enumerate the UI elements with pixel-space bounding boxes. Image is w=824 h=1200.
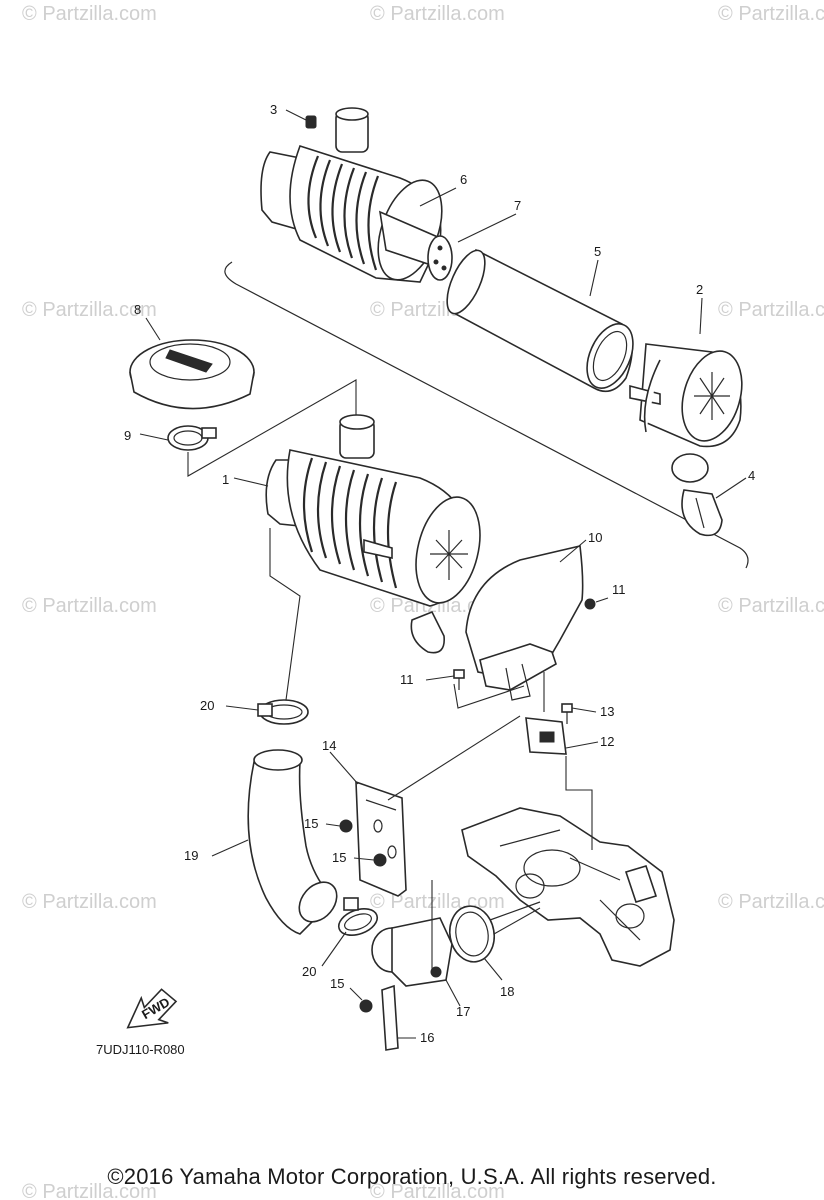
nut-part-15-b — [373, 853, 387, 867]
bolt-part-13 — [561, 703, 573, 724]
callout-17: 17 — [456, 1004, 470, 1019]
watermark: © Partzilla.com — [370, 1181, 505, 1200]
exploded-view-bracket — [224, 261, 749, 569]
callout-15-b: 15 — [332, 850, 346, 865]
watermark: © Partzilla.com — [718, 3, 824, 25]
bracket-band-part-10 — [465, 545, 584, 701]
bracket-part-12 — [525, 717, 567, 755]
callout-5: 5 — [594, 244, 601, 259]
callout-4: 4 — [748, 468, 755, 483]
air-cleaner-cap-part-2 — [629, 343, 743, 448]
watermark: © Partzilla.com — [718, 891, 824, 913]
callout-9: 9 — [124, 428, 131, 443]
clamp-part-9 — [167, 425, 217, 451]
element-holder-part-7 — [427, 235, 453, 281]
callout-20-lower: 20 — [302, 964, 316, 979]
gasket-part-18 — [448, 905, 496, 963]
watermark: © Partzilla.com — [718, 595, 824, 617]
watermark: © Partzilla.com — [22, 3, 157, 25]
diagram-code: 7UDJ110-R080 — [96, 1042, 185, 1057]
callout-2: 2 — [696, 282, 703, 297]
callout-11-lower: 11 — [400, 672, 414, 687]
watermarks: © Partzilla.com © Partzilla.com © Partzi… — [22, 3, 824, 1200]
bolt-part-11-lower — [425, 669, 465, 690]
reference-line — [387, 715, 521, 801]
callout-12: 12 — [600, 734, 614, 749]
callout-15-a: 15 — [304, 816, 318, 831]
reference-line — [269, 528, 301, 701]
air-cleaner-assembly-part-1 — [265, 414, 481, 654]
watermark: © Partzilla.com — [22, 595, 157, 617]
drain-plug-part-3 — [285, 109, 317, 129]
dust-valve-part-4 — [671, 453, 723, 537]
callout-8: 8 — [134, 302, 141, 317]
callout-6: 6 — [460, 172, 467, 187]
filter-element-part-5 — [446, 248, 634, 393]
leader-lines — [139, 187, 747, 1039]
throttle-body-assembly — [461, 807, 675, 967]
strap-part-16 — [381, 984, 399, 1051]
callout-15-c: 15 — [330, 976, 344, 991]
callout-19: 19 — [184, 848, 198, 863]
watermark: © Partzilla.com — [22, 891, 157, 913]
reference-line — [187, 379, 357, 477]
bolt-part-11-upper — [584, 597, 609, 610]
bracket-plate-part-14 — [355, 780, 407, 897]
fwd-direction-arrow: FWD — [126, 988, 178, 1029]
callout-14: 14 — [322, 738, 336, 753]
cover-part-8 — [129, 339, 255, 410]
callout-13: 13 — [600, 704, 614, 719]
callout-10: 10 — [588, 530, 602, 545]
callout-20-upper: 20 — [200, 698, 214, 713]
nut-part-15-a — [339, 819, 353, 833]
hose-clamp-part-20-upper — [257, 699, 309, 725]
callout-1: 1 — [222, 472, 229, 487]
callout-labels: 3 6 7 5 2 8 9 4 1 10 11 11 13 12 20 14 1… — [124, 102, 755, 1045]
watermark: © Partzilla.com — [370, 891, 505, 913]
watermark: © Partzilla.com — [718, 299, 824, 321]
watermark: © Partzilla.com — [22, 1181, 157, 1200]
callout-16: 16 — [420, 1030, 434, 1045]
nut-part-15-c — [359, 999, 373, 1013]
reference-line — [493, 907, 541, 935]
callout-3: 3 — [270, 102, 277, 117]
callout-7: 7 — [514, 198, 521, 213]
reference-line — [453, 683, 525, 709]
air-cleaner-case-top — [260, 107, 451, 283]
callout-11-upper: 11 — [612, 582, 626, 597]
hose-clamp-part-20-lower — [337, 897, 379, 936]
copyright-notice: ©2016 Yamaha Motor Corporation, U.S.A. A… — [107, 1164, 717, 1189]
watermark: © Partzilla.com — [370, 3, 505, 25]
reference-line — [565, 756, 593, 850]
intake-hose-part-19 — [247, 749, 338, 935]
callout-18: 18 — [500, 984, 514, 999]
intake-joint-part-17 — [371, 917, 453, 987]
watermark: © Partzilla.com — [22, 299, 157, 321]
